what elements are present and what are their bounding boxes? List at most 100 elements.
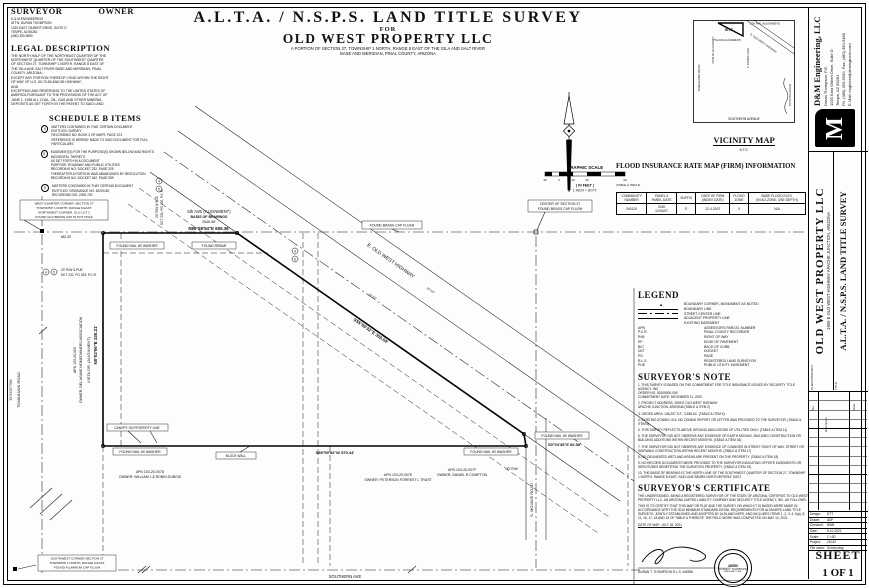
company-info: Duran Thompson, P.E. 1020 East Gilbert D… xyxy=(823,33,852,106)
schedule-ref: 4 xyxy=(294,249,296,253)
subtitle-line-1: A PORTION OF SECTION 27, TOWNSHIP 1 NORT… xyxy=(290,46,486,51)
easement-label: DKT 232, PG 325, P.C.R. xyxy=(160,189,164,225)
legend-row: BOUNDARY LINE xyxy=(638,307,808,312)
legend-abbr: PG xyxy=(638,353,643,358)
bearing-label: N0°02'06"E 330.21' xyxy=(93,326,98,365)
road-label: S. MOJAVE ROAD xyxy=(529,483,534,517)
legend-label: BOUNDARY CORNER, MONUMENT AS NOTED xyxy=(684,302,759,307)
info-label: Drawn: xyxy=(810,517,821,522)
legend-row: R.L.S. REGISTERED LAND SURVEYOR xyxy=(638,358,808,363)
info-row: Scale:1"=30' xyxy=(809,534,867,540)
parcel-label: APN 103-20-005 xyxy=(73,347,77,373)
dimension-label: 663.30' xyxy=(61,235,72,239)
surveyor-note-item: 1. THIS SURVEY IS BASED ON THE COMMITMEN… xyxy=(638,382,795,400)
info-row: Drawn: ADF xyxy=(809,518,867,524)
easement-label: 20' R/W & PUE xyxy=(155,196,159,218)
easement-label: 20' R/W & PUE xyxy=(61,268,83,272)
owner-heading: OWNER xyxy=(98,6,134,16)
info-label: Design: xyxy=(810,512,821,517)
company-logo: M xyxy=(815,109,855,147)
surveyor-heading: SURVEYOR xyxy=(11,6,63,16)
scale-tick: 0 xyxy=(558,178,560,182)
legend-label: PUBLIC UTILITY EASEMENT xyxy=(704,363,750,368)
scale-tick: 15 xyxy=(571,178,575,182)
legend-label: REGISTERED LAND SURVEYOR xyxy=(704,358,756,363)
firm-header-cell: DATE OF FIRM (INDEX DATE) xyxy=(695,192,731,204)
legend-abbr: PUE xyxy=(638,363,645,368)
label-boxes xyxy=(19,199,593,572)
revisions-col-header: Description xyxy=(824,416,828,432)
firm-cell: E xyxy=(675,203,697,215)
logo-letter: M xyxy=(821,116,848,140)
misc-marks xyxy=(17,211,546,574)
vicinity-road-label: SOUTHERN AVENUE xyxy=(728,117,759,121)
vicinity-map-drawing: SITE 5TH AVE (ALIGNMENT) SOUTHERN AVENUE… xyxy=(693,17,798,123)
sheet-subtitle: A PORTION OF SECTION 27, TOWNSHIP 1 NORT… xyxy=(168,46,608,57)
vicinity-road-label: 7TH AVE (ALIGNMENT) xyxy=(713,38,741,42)
corner-note: WEST QUARTER CORNER, SECTION 27 xyxy=(35,202,94,206)
certificate-date: DATE OF MAP: JULY 18, 2021 xyxy=(638,522,682,527)
legend-label: EDGE OF PAVEMENT xyxy=(704,339,739,344)
legal-description-body: THE NORTH HALF OF THE NORTHEAST QUARTER … xyxy=(11,53,109,107)
surveyor-note-item: 3. GROSS AREA: 146,257 S.F., 3.358 AC. (… xyxy=(638,411,725,416)
item-text: MATTERS CONTAINED IN THAT CERTAIN DOCUME… xyxy=(51,124,148,146)
surveyor-note-item: 6. THE SURVEYOR DID NOT OBSERVE ANY EVID… xyxy=(638,434,801,443)
boundary-line-icon xyxy=(638,308,678,310)
info-value: ADF xyxy=(827,517,834,522)
scale-tick: 30 xyxy=(543,178,547,182)
legend-abbr: R.L.S. xyxy=(638,358,648,363)
surveyor-note-item: 10. THE BASIS OF BEARING IS THE NORTH LI… xyxy=(638,471,806,480)
schedule-circles xyxy=(42,177,299,276)
firm-title: FLOOD INSURANCE RATE MAP (FIRM) INFORMAT… xyxy=(616,163,796,170)
basis-label: BASIS OF BEARINGS xyxy=(191,215,229,219)
legend-label: ADJACENT PROPERTY LINE xyxy=(684,316,730,321)
dimension-label: 33' EXIST R/W xyxy=(9,379,13,400)
info-row: Project:21042 xyxy=(809,540,867,546)
schedule-b-item: 4 MATTERS CONTAINED IN THAT CERTAIN DOCU… xyxy=(41,124,159,147)
parcel-label: APN 103-20-007D xyxy=(136,470,165,474)
legend-row: ▲ BOUNDARY CORNER, MONUMENT AS NOTED xyxy=(638,302,808,307)
certificate-paragraph: THIS IS TO CERTIFY THAT THIS MAP OR PLAT… xyxy=(638,503,806,521)
schedule-ref: 5 xyxy=(53,270,55,274)
info-label: Project: xyxy=(810,540,821,545)
sheet-title-for: FOR xyxy=(379,26,397,33)
legend-label: BACK OF CURB xyxy=(704,344,730,349)
surveyor-seal: 48550 DURAN T. THOMPSON ARIZONA, U.S.A. xyxy=(714,549,752,587)
revisions-col-header: Date xyxy=(852,403,856,410)
parcel-label: OWNER: DEL AGAVE HOMEOWNERS ASSOCIATION xyxy=(79,316,83,403)
dimension-label: 33' R/W xyxy=(506,467,517,471)
feature-label: BLOCK WALL xyxy=(226,454,246,458)
firm-header-cell: SUFFIX xyxy=(675,192,697,204)
vicinity-road-label: 5TH AVE (ALIGNMENT) xyxy=(750,22,780,26)
scale-tick: 60 xyxy=(623,178,627,182)
sidebar-rule xyxy=(809,391,868,392)
info-column: SURVEYOR OWNER D & M ENGINEERING ATTN: D… xyxy=(11,6,161,201)
sidebar-divider xyxy=(808,7,809,579)
schedule-b-item: 6 MATTERS CONTAINED IN THAT CERTAIN DOCU… xyxy=(41,184,159,197)
monument-label: FOUND NAIL W/ WASHER xyxy=(116,244,158,248)
vicinity-highway-label: E. OLD WEST HIGHWAY xyxy=(749,32,777,54)
vicinity-road-label: COYOTE ROAD xyxy=(788,83,792,106)
legend-label: EXISTING EASEMENT xyxy=(684,321,720,326)
easement-label: DKT 232, PG 325, P.C.R. xyxy=(61,273,97,277)
surveyor-info: D & M ENGINEERING ATTN: DURAN THOMPSON 1… xyxy=(11,17,67,39)
info-label: File name: xyxy=(810,545,825,550)
surveyors-certificate-heading: SURVEYOR'S CERTIFICATE xyxy=(638,482,771,493)
seal-number: 48550 xyxy=(728,563,738,568)
firm-block: D&M Engineering, LLC Duran Thompson, P.E… xyxy=(812,6,866,107)
firm-cell: 040120 xyxy=(615,203,648,215)
monument-label: FOUND REBAR xyxy=(202,244,227,248)
info-value: BWB xyxy=(827,523,835,528)
legend-row: PUE PUBLIC UTILITY EASEMENT xyxy=(638,363,808,368)
parcel-label: APN 103-20-007E xyxy=(384,473,413,477)
info-value: 8-10-2021 xyxy=(827,529,842,534)
vicinity-road-label: TOMAHAWK ROAD xyxy=(697,64,701,92)
firm-title-note: (TABLE A ITEM 3) xyxy=(616,183,641,187)
corner-note: TOWNSHIP 1 NORTH, RANGE 8 EAST xyxy=(36,206,91,210)
road-label: SOUTHERN AVE xyxy=(329,574,362,579)
legend-row: P.C.R.PINAL COUNTY RECORDER xyxy=(638,330,808,335)
legal-description-heading: LEGAL DESCRIPTION xyxy=(11,42,110,53)
monument-label: FOUND NAIL W/ WASHER xyxy=(541,434,583,438)
